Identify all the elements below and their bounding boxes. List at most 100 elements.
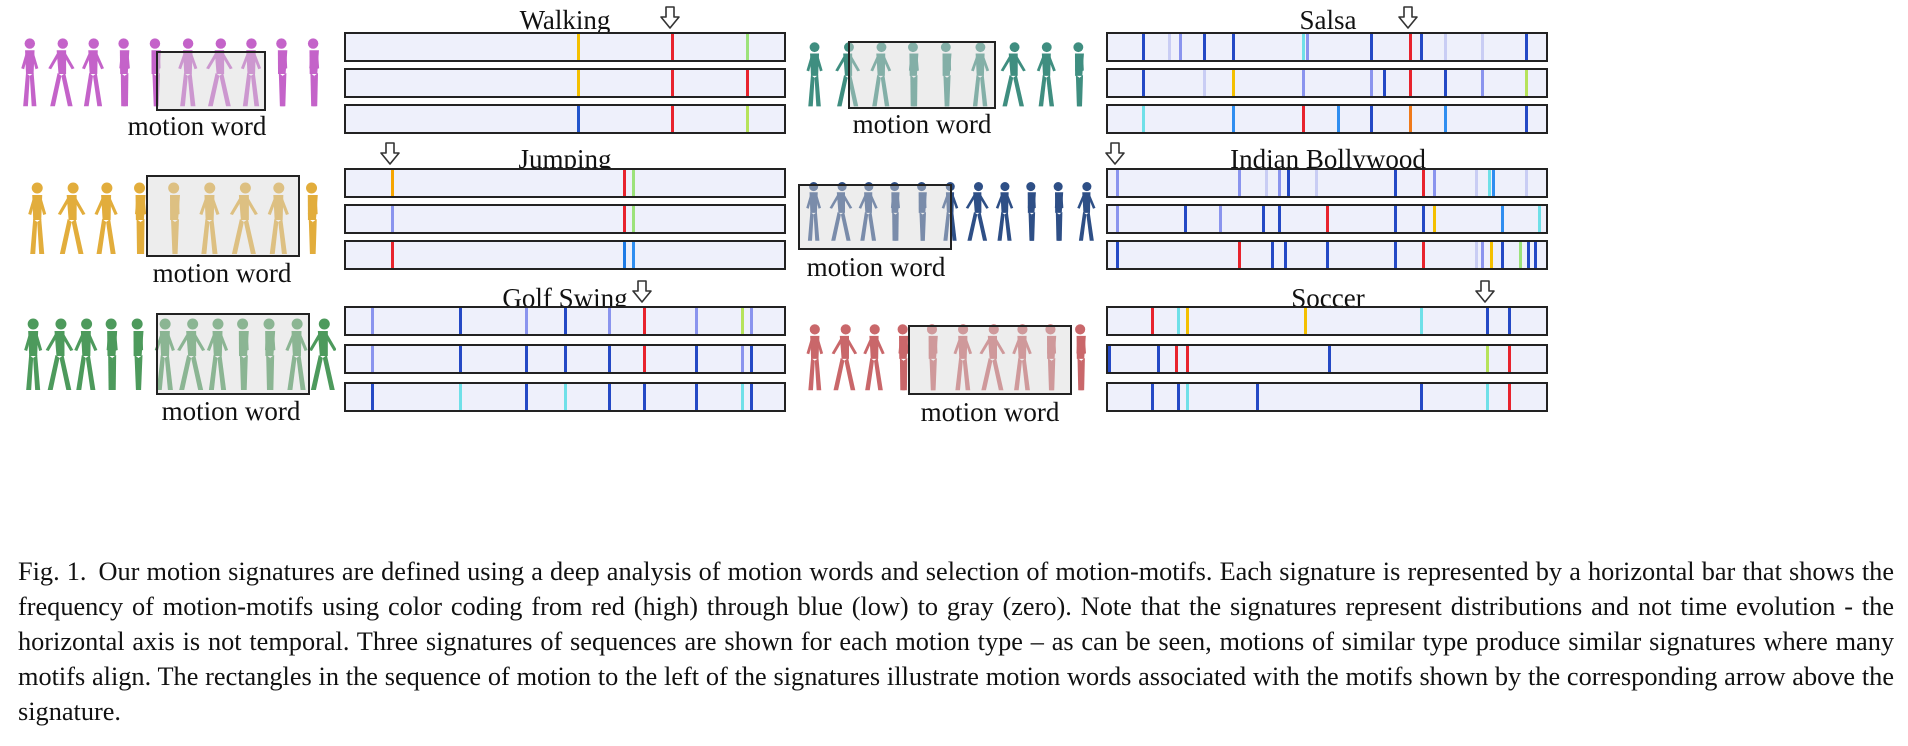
motif-marker	[1142, 34, 1146, 60]
figure-strip	[806, 42, 1084, 107]
motion-sequence-walking	[14, 36, 330, 110]
human-figure	[995, 182, 1014, 241]
motif-marker	[1218, 206, 1222, 232]
panel-title: Walking	[519, 5, 611, 35]
human-figure	[267, 182, 289, 254]
signature-bar	[1106, 32, 1548, 62]
signature-bar	[1106, 168, 1548, 198]
human-figure	[1075, 324, 1086, 391]
motif-marker	[577, 106, 581, 132]
human-figure	[206, 318, 229, 390]
motion-word-box	[798, 184, 952, 250]
motif-marker	[642, 384, 646, 410]
human-figure	[206, 38, 233, 107]
human-figure	[74, 318, 98, 390]
motif-marker	[1422, 170, 1426, 196]
human-figure	[285, 318, 308, 390]
human-figure	[57, 182, 86, 254]
human-figure	[1012, 324, 1032, 391]
motif-marker	[607, 308, 611, 334]
figure-strip	[806, 182, 1096, 241]
motif-marker	[1301, 34, 1305, 60]
motion-word-label: motion word	[127, 111, 267, 141]
human-figure	[806, 42, 823, 107]
signature-bar	[1106, 68, 1548, 98]
human-figure	[118, 38, 130, 107]
motif-marker	[1315, 170, 1319, 196]
human-figure	[806, 182, 822, 241]
motif-marker	[524, 384, 528, 410]
human-figure	[926, 324, 938, 391]
motif-marker	[1490, 242, 1494, 268]
motif-marker	[695, 308, 699, 334]
motif-marker	[1422, 206, 1426, 232]
motif-marker	[1393, 206, 1397, 232]
human-figure	[105, 318, 118, 390]
motif-marker	[1433, 206, 1437, 232]
motif-marker	[1301, 70, 1305, 96]
motif-marker	[1286, 170, 1290, 196]
motif-marker	[607, 346, 611, 372]
motif-marker	[458, 346, 462, 372]
human-figure	[831, 324, 858, 391]
motif-marker	[642, 346, 646, 372]
motif-marker	[524, 346, 528, 372]
figure-strip	[24, 318, 337, 390]
motif-marker	[1481, 242, 1485, 268]
signature-bar	[344, 168, 786, 198]
motif-marker	[695, 384, 699, 410]
motif-marker	[623, 206, 627, 232]
motif-marker	[1527, 242, 1531, 268]
figure-caption: Fig. 1.Our motion signatures are defined…	[18, 554, 1894, 729]
motif-marker	[1185, 346, 1189, 372]
figure-strip	[28, 182, 318, 254]
motif-marker	[371, 384, 375, 410]
human-figure	[1036, 42, 1056, 107]
signature-bar	[1106, 344, 1548, 374]
human-figure	[979, 324, 1006, 391]
motif-marker	[1534, 242, 1538, 268]
motif-marker	[1525, 106, 1529, 132]
signature-bar	[344, 240, 786, 270]
human-figure	[177, 318, 206, 390]
motif-marker	[1177, 308, 1181, 334]
motif-marker	[1420, 384, 1424, 410]
motion-word-box	[156, 313, 310, 395]
panel-title: Salsa	[1299, 5, 1357, 35]
motif-marker	[695, 346, 699, 372]
human-figure	[806, 324, 824, 391]
motif-marker	[1518, 242, 1522, 268]
motion-word-label: motion word	[806, 252, 946, 282]
human-figure	[307, 38, 320, 107]
motif-marker	[390, 242, 394, 268]
signature-bar	[344, 344, 786, 374]
motif-marker	[1231, 106, 1235, 132]
motif-marker	[750, 308, 754, 334]
motif-marker	[577, 70, 581, 96]
human-figure	[965, 182, 989, 241]
human-figure	[1077, 182, 1096, 241]
signature-bar	[344, 104, 786, 134]
motion-sequence-jumping	[20, 180, 330, 258]
motif-marker	[1271, 242, 1275, 268]
motif-marker	[1507, 384, 1511, 410]
motif-marker	[1444, 70, 1448, 96]
motif-marker	[577, 34, 581, 60]
motion-sequence-salsa	[798, 40, 1096, 110]
motif-marker	[1433, 170, 1437, 196]
motion-word-box	[848, 41, 996, 109]
motif-marker	[1393, 170, 1397, 196]
signature-bar	[1106, 104, 1548, 134]
motif-marker	[1142, 106, 1146, 132]
human-figure	[134, 182, 147, 254]
signature-bar	[344, 204, 786, 234]
down-arrow-icon	[1104, 142, 1125, 165]
motif-marker	[1142, 70, 1146, 96]
motif-marker	[1150, 308, 1154, 334]
motif-marker	[1168, 34, 1172, 60]
motion-sequence-golf	[20, 316, 337, 394]
motif-marker	[1231, 34, 1235, 60]
motif-marker	[745, 70, 749, 96]
motif-marker	[1501, 206, 1505, 232]
motif-marker	[564, 346, 567, 372]
